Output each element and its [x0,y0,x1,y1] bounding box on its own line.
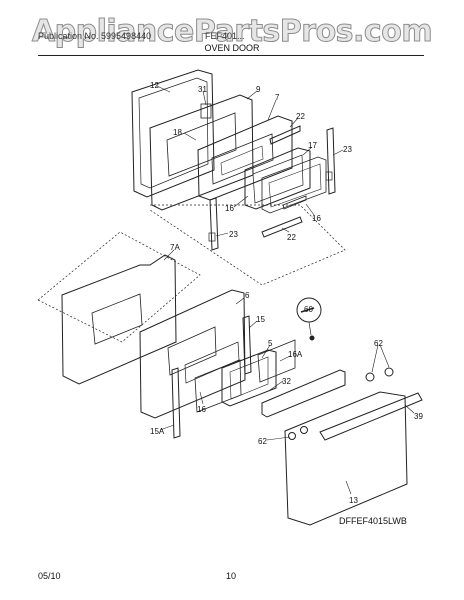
label-part-32: 32 [282,377,291,386]
part-23-hinge-channel-lower [209,197,219,251]
label-part-6: 6 [245,291,250,300]
label-part-17: 17 [308,141,317,150]
label-part-31: 31 [198,85,207,94]
part-12-door-frame [131,69,215,198]
label-part-12: 12 [150,81,159,90]
label-part-16-upper-right: 16 [312,214,321,223]
label-part-22-lower: 22 [287,233,296,242]
part-6-inner-liner [139,289,246,419]
part-15-hinge-channel [242,315,252,375]
header-rule [38,55,424,56]
part-17-glass-pack [244,147,311,210]
part-39-handle [319,392,423,441]
label-part-62-upper: 62 [374,339,383,348]
part-13-outer-door [284,391,408,526]
watermark-logo: AppliancePartsPros.com [31,14,433,50]
part-7a-insulation [61,254,177,385]
part-22-rail-upper [269,125,301,145]
label-part-18: 18 [173,128,182,137]
label-part-9: 9 [256,85,261,94]
label-part-39: 39 [414,412,423,421]
label-part-16-lower: 16 [197,405,206,414]
part-23-hinge-channel-upper [326,127,336,195]
label-part-5: 5 [268,339,273,348]
part-9-panel [149,94,254,211]
part-22-rail-lower [261,216,303,238]
publication-number: Publication No. 5995498440 [38,31,152,41]
label-part-15a: 15A [150,427,165,436]
section-title: OVEN DOOR [204,43,260,53]
part-15a-hinge-channel [171,367,181,439]
part-32-bracket [261,369,346,418]
label-part-13: 13 [349,496,358,505]
label-part-62-lower: 62 [258,437,267,446]
label-part-15: 15 [256,315,265,324]
label-part-23-upper: 23 [343,145,352,154]
label-part-7: 7 [275,93,280,102]
footer-page-number: 10 [226,571,237,581]
model-number: FEF401... [205,31,245,41]
upper-base-plane [149,204,346,286]
label-part-60: 60 [304,305,313,314]
part-7-inner-door [197,115,293,201]
label-part-7a: 7A [170,243,180,252]
footer-date: 05/10 [38,571,61,581]
label-part-22-upper: 22 [296,112,305,121]
label-part-16a: 16A [288,350,303,359]
label-part-16-upper-left: 16 [225,204,234,213]
label-part-23-lower: 23 [229,230,238,239]
diagram-id: DFFEF4015LWB [339,516,407,526]
part-16a-glass [257,339,296,383]
lower-base-plane [37,231,201,343]
part-16-frame [194,359,242,413]
